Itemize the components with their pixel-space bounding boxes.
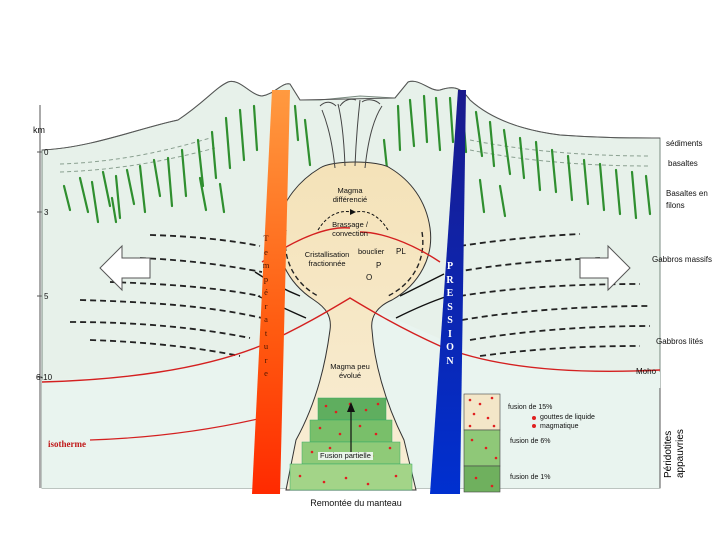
spreading-arrow-left	[99, 244, 151, 292]
dikes-right	[382, 94, 652, 220]
gabbro-layering-left	[69, 234, 263, 357]
isotherm-curve	[89, 417, 263, 441]
label-sediments: sédiments	[666, 139, 703, 148]
label-mixing-convection: Brassage / convection	[332, 220, 368, 238]
chamber-boundary	[284, 229, 424, 297]
legend-column-low	[463, 465, 501, 493]
axial-plumes	[319, 98, 383, 169]
label-mantle-upwelling: Remontée du manteau	[310, 498, 402, 508]
label-magma-little-evolved: Magma peu évolué	[330, 362, 370, 380]
temperature-bar	[252, 90, 290, 494]
isotherm-curve	[359, 231, 441, 263]
gabbro-layering-right	[455, 233, 651, 357]
basalt-band	[469, 149, 651, 167]
magma-chamber	[276, 161, 432, 491]
label-magma-differentiated: Magma différencié	[332, 186, 368, 204]
legend-droplet-marker	[532, 424, 536, 428]
label-pl: PL	[396, 247, 406, 256]
label-basalts: basaltes	[668, 159, 698, 168]
legend-column-mid	[463, 429, 501, 467]
label-p: P	[376, 261, 382, 270]
legend-fusion-low: fusion de 1%	[510, 474, 551, 481]
label-gabbros-massive: Gabbros massifs	[652, 255, 713, 264]
label-gabbros-lited: Gabbros lités	[656, 337, 704, 346]
depth-tick-5: 5	[44, 292, 49, 301]
legend-fusion-mid: fusion de 6%	[510, 438, 551, 445]
legend-fusion-high: fusion de 15%	[508, 404, 553, 411]
dikes-left	[62, 104, 312, 224]
basalt-band	[469, 139, 651, 157]
convection-arrow	[317, 211, 353, 231]
label-partial-melting: Fusion partielle	[318, 451, 373, 460]
melt-droplets	[298, 402, 398, 486]
label-crystallization: Cristallisation fractionnée	[304, 250, 350, 268]
legend-column-droplets	[468, 396, 498, 488]
label-peridotites: Péridotites appauvries	[663, 429, 686, 478]
label-isotherm: isotherme	[48, 439, 86, 449]
label-bouclier: bouclier	[358, 247, 385, 256]
seafloor-line	[41, 80, 661, 151]
legend-droplets-line2: magmatique	[540, 423, 579, 430]
label-o: O	[366, 273, 373, 282]
legend-droplets-line1: gouttes de liquide	[540, 414, 595, 421]
spreading-arrow-right	[579, 244, 631, 292]
depth-tick-0: 0	[44, 148, 49, 157]
legend-droplet-marker	[532, 416, 536, 420]
depth-tick-3: 3	[44, 208, 49, 217]
label-dikes: Basaltes en filons	[666, 189, 708, 210]
depth-tick-6-10: 6-10	[36, 373, 53, 382]
pressure-bar	[430, 90, 466, 494]
melt-ascent-arrowhead	[347, 402, 355, 412]
convection-arrow	[355, 211, 389, 231]
label-moho: Moho	[636, 367, 657, 376]
depth-unit: km	[33, 125, 45, 135]
moho-line	[41, 297, 661, 383]
melting-zone-4	[289, 463, 413, 491]
